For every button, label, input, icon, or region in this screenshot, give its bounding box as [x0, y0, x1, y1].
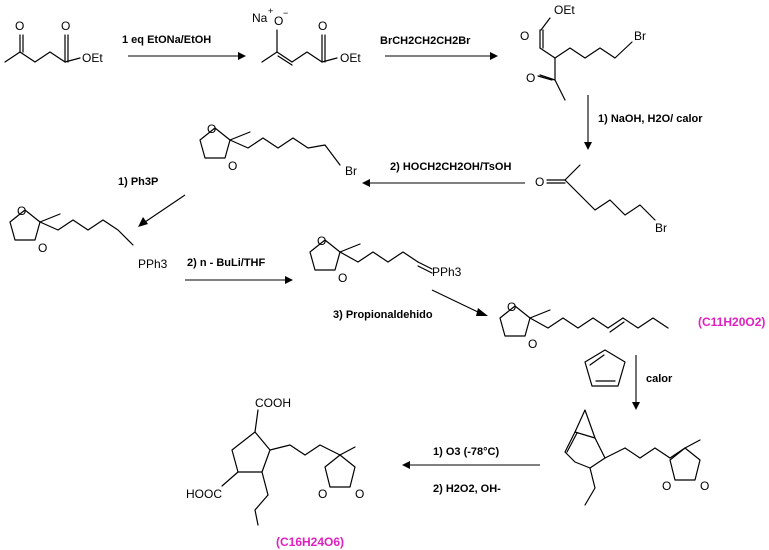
atom-oet: OEt: [82, 51, 103, 65]
atom-o: O: [526, 71, 535, 85]
atom-o: O: [535, 175, 544, 189]
phosphine-ketal: O O PPh3: [9, 204, 168, 271]
atom-o: O: [61, 19, 70, 33]
sodium-enolate: Na + O − O OEt: [252, 6, 361, 66]
reagent-step4: 2) HOCH2CH2OH/TsOH: [390, 161, 511, 173]
atom-o: O: [17, 204, 26, 218]
atom-br: Br: [345, 164, 357, 178]
alkylated-ketoester: O OEt Br O: [520, 3, 646, 101]
atom-br: Br: [655, 221, 667, 235]
reagent-step2: BrCH2CH2CH2Br: [380, 35, 471, 47]
norbornene-adduct: O O: [564, 409, 709, 506]
atom-o: O: [700, 479, 709, 493]
atom-oet: OEt: [554, 3, 575, 17]
bromo-ketal: O O Br: [199, 122, 357, 178]
atom-na: Na: [252, 11, 268, 25]
reagent-step6: 2) n - BuLi/THF: [187, 257, 265, 269]
atom-br: Br: [634, 29, 646, 43]
atom-o: O: [317, 234, 326, 248]
atom-o: O: [38, 241, 47, 255]
alkene-ketal: O O: [499, 300, 669, 351]
ethyl-acetoacetate: O O OEt: [4, 19, 103, 65]
atom-o: O: [15, 19, 24, 33]
formula-1: (C11H20O2): [698, 315, 765, 329]
product-diacid: COOH HOOC O O: [186, 396, 364, 526]
atom-o: O: [520, 29, 529, 43]
atom-o: O: [207, 122, 216, 136]
reagent-step10: 2) H2O2, OH-: [433, 483, 501, 495]
atom-o-minus: O: [274, 14, 283, 28]
phosphorus-ylide: O O PPh3: [309, 234, 462, 285]
atom-hooc: HOOC: [186, 487, 222, 501]
atom-o: O: [662, 479, 671, 493]
atom-o: O: [318, 487, 327, 501]
bromo-ketone: O Br: [535, 164, 667, 235]
atom-o: O: [228, 159, 237, 173]
reagent-step1: 1 eq EtONa/EtOH: [122, 34, 211, 46]
atom-oet: OEt: [340, 51, 361, 65]
svg-text:+: +: [268, 6, 273, 16]
atom-pph3: PPh3: [432, 265, 462, 279]
atom-pph3: PPh3: [138, 257, 168, 271]
svg-text:−: −: [283, 8, 288, 18]
atom-o: O: [338, 271, 347, 285]
atom-o: O: [355, 487, 364, 501]
atom-o: O: [528, 337, 537, 351]
reagent-step9: 1) O3 (-78°C): [433, 446, 499, 458]
reagent-step7: 3) Propionaldehido: [333, 309, 433, 321]
reagent-step3: 1) NaOH, H2O/ calor: [598, 113, 703, 125]
atom-o: O: [318, 19, 327, 33]
reagent-step8: calor: [646, 373, 673, 385]
reagent-step5: 1) Ph3P: [118, 176, 158, 188]
atom-o: O: [507, 300, 516, 314]
atom-cooh: COOH: [255, 396, 291, 410]
cyclopentadiene: [584, 349, 626, 387]
formula-2: (C16H24O6): [276, 535, 344, 549]
